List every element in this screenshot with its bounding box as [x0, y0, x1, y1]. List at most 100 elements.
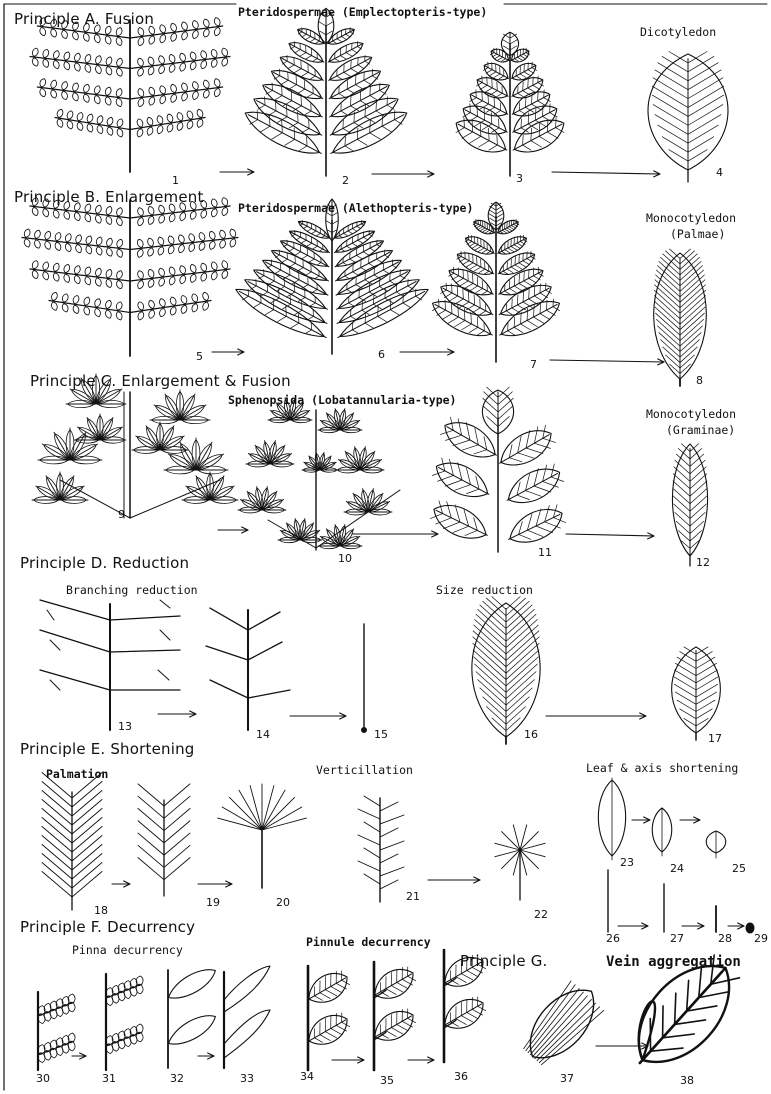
label-verticillation: Verticillation [316, 763, 413, 777]
label-leaf-axis-shortening: Leaf & axis shortening [586, 761, 738, 775]
principle-f-heading: Principle F. Decurrency [20, 918, 195, 936]
arrow-19 [682, 923, 704, 929]
fig14-reduced-axis [206, 608, 290, 730]
fig22-whorl [495, 825, 545, 900]
fig1-bipinnate-frond [30, 17, 230, 172]
fig-number-10: 10 [338, 552, 352, 565]
fig35-pinnule [368, 962, 420, 1070]
fig12-grass-leaf [672, 444, 707, 566]
label-size-reduction: Size reduction [436, 583, 533, 597]
arrow-21 [72, 1053, 86, 1059]
arrow-8 [352, 531, 438, 537]
fig-number-38: 38 [680, 1074, 694, 1087]
fig-number-34: 34 [300, 1070, 314, 1083]
arrow-3 [552, 171, 660, 177]
fig25-small-leaf [706, 831, 726, 858]
fig-number-30: 30 [36, 1072, 50, 1085]
arrow-20 [728, 923, 744, 929]
fig-number-14: 14 [256, 728, 270, 741]
fig-number-13: 13 [118, 720, 132, 733]
fig15-single-axis [362, 624, 367, 733]
label-monocot-palmae-1: Monocotyledon [646, 211, 736, 225]
arrow-11 [290, 713, 346, 719]
arrow-16 [632, 817, 650, 823]
principle-b-heading: Principle B. Enlargement [14, 188, 204, 206]
fig37-vein-leaf [516, 976, 608, 1072]
fig-number-11: 11 [538, 546, 552, 559]
fig-number-22: 22 [534, 908, 548, 921]
fig-number-23: 23 [620, 856, 634, 869]
fig-number-19: 19 [206, 896, 220, 909]
fig-number-28: 28 [718, 932, 732, 945]
fig29-dot-axis [746, 923, 754, 933]
label-monocot-graminae-2: (Graminae) [666, 423, 735, 437]
arrow-18 [618, 923, 648, 929]
fig3-fused-frond [450, 32, 570, 176]
fig31-pinna [105, 974, 143, 1070]
arrow-7 [218, 527, 248, 533]
fig21-branched-shoot [358, 796, 404, 902]
fig-number-12: 12 [696, 556, 710, 569]
fig17-small-leaf [672, 647, 721, 740]
fig33-decurrent-pinna [224, 966, 270, 1068]
fig-number-31: 31 [102, 1072, 116, 1085]
label-alethopteris: Pteridospermae (Alethopteris-type) [238, 201, 473, 215]
fig13-branched-axis [40, 600, 180, 730]
fig-number-4: 4 [716, 166, 723, 179]
fig-number-1: 1 [172, 174, 179, 187]
label-palmation: Palmation [46, 767, 108, 781]
fig-number-36: 36 [454, 1070, 468, 1083]
arrow-6 [550, 359, 664, 365]
fig-number-21: 21 [406, 890, 420, 903]
fig7-enlarged-frond [427, 202, 565, 362]
fig-number-16: 16 [524, 728, 538, 741]
fig-number-18: 18 [94, 904, 108, 917]
label-pinnule-decurrency: Pinnule decurrency [306, 935, 431, 949]
fig19-shortened-venation [138, 784, 190, 896]
label-emplectopteris: Pteridospermae (Emplectopteris-type) [238, 5, 487, 19]
fig10-lobatannularia-shoot [238, 399, 400, 550]
fig24-medium-leaf [652, 808, 672, 856]
arrow-22 [198, 1053, 214, 1059]
label-sphenopsida: Sphenopsida (Lobatannularia-type) [228, 393, 456, 407]
label-monocot-palmae-2: (Palmae) [670, 227, 725, 241]
label-branching-reduction: Branching reduction [66, 583, 198, 597]
fig6-alethopteris-frond [231, 199, 432, 354]
fig23-long-leaf [598, 778, 625, 860]
arrow-10 [158, 711, 196, 717]
fig-number-24: 24 [670, 862, 684, 875]
fig-number-33: 33 [240, 1072, 254, 1085]
label-pinna-decurrency: Pinna decurrency [72, 943, 183, 957]
fig9-whorled-frond [32, 374, 238, 518]
arrow-13 [112, 881, 130, 887]
principle-d-heading: Principle D. Reduction [20, 554, 189, 572]
fig-number-17: 17 [708, 732, 722, 745]
arrow-14 [198, 881, 232, 887]
arrow-23 [332, 1057, 364, 1063]
principle-e-heading: Principle E. Shortening [20, 740, 195, 758]
fig11-fused-shoot [428, 387, 568, 552]
fig-number-25: 25 [732, 862, 746, 875]
fig16-large-leaf [472, 597, 540, 744]
fig30-pinna [37, 992, 75, 1070]
label-monocot-graminae-1: Monocotyledon [646, 407, 736, 421]
fig-number-7: 7 [530, 358, 537, 371]
label-dicotyledon: Dicotyledon [640, 25, 716, 39]
fig-number-20: 20 [276, 896, 290, 909]
arrow-4 [212, 349, 244, 355]
fig-number-26: 26 [606, 932, 620, 945]
fig-number-6: 6 [378, 348, 385, 361]
fig-number-8: 8 [696, 374, 703, 387]
fig-number-29: 29 [754, 932, 768, 945]
arrow-9 [566, 533, 654, 539]
fig2-emplectopteris-frond [240, 8, 413, 176]
fig-number-37: 37 [560, 1072, 574, 1085]
fig-number-35: 35 [380, 1074, 394, 1087]
fig-number-5: 5 [196, 350, 203, 363]
fig20-palmate-fan [218, 784, 307, 888]
arrow-5 [400, 349, 454, 355]
fig18-pinnate-venation [42, 773, 102, 911]
fig34-pinnule [302, 966, 354, 1070]
